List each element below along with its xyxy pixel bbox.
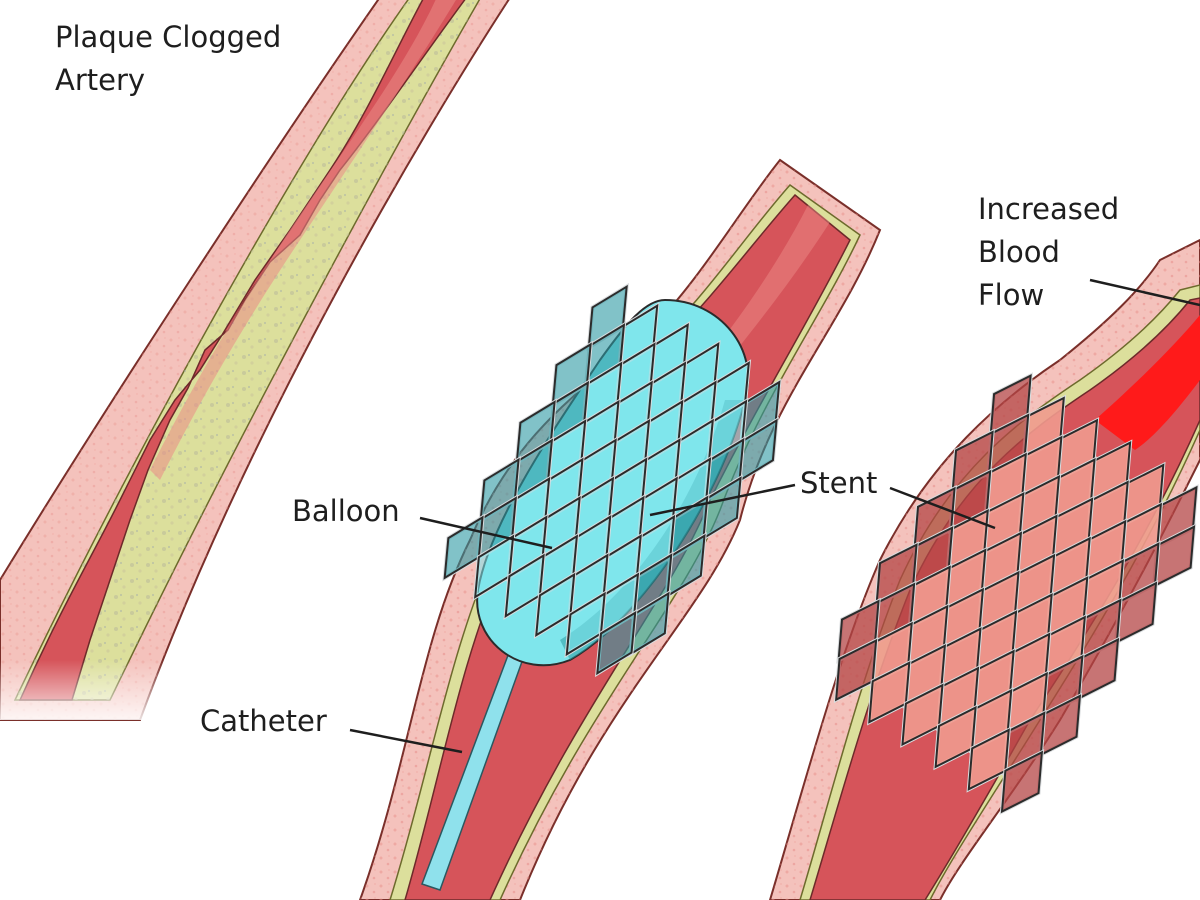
- label-plaque-line2: Artery: [55, 63, 146, 97]
- label-plaque-line1: Plaque Clogged: [55, 20, 282, 54]
- label-blood-line2: Blood: [978, 235, 1060, 269]
- stent-cell: [967, 728, 1010, 791]
- blood-flow-leader-line: [1089, 278, 1200, 307]
- stent-cell: [835, 638, 878, 702]
- stent-cell: [1000, 750, 1044, 814]
- stent-cell: [474, 534, 515, 599]
- artery-stent-expanded: [768, 238, 1200, 900]
- increased-flow-highlight: [1095, 315, 1200, 450]
- label-stent-text: Stent: [800, 466, 878, 500]
- stent-leader-line-left: [649, 483, 796, 517]
- catheter-leader-line: [349, 728, 463, 754]
- stent-cell: [868, 661, 911, 724]
- label-catheter-text: Catheter: [200, 704, 327, 738]
- stent-cell: [443, 515, 484, 580]
- stent-expanded: [833, 372, 1199, 815]
- label-balloon-text: Balloon: [292, 494, 400, 528]
- stent-on-balloon: [442, 282, 782, 678]
- label-increased-blood-flow: Increased Blood Flow: [978, 188, 1119, 317]
- label-catheter: Catheter: [200, 700, 327, 743]
- label-plaque-clogged-artery: Plaque Clogged Artery: [55, 16, 281, 102]
- stent-cell: [565, 591, 606, 657]
- artery-plaque-clogged: [0, 0, 520, 721]
- label-balloon: Balloon: [292, 490, 400, 533]
- stent-cell: [901, 683, 944, 747]
- stent-cell: [535, 572, 576, 638]
- stent-cell: [504, 553, 545, 618]
- stent-cell: [934, 705, 977, 769]
- label-blood-line3: Flow: [978, 278, 1045, 312]
- label-stent: Stent: [800, 462, 877, 505]
- label-blood-line1: Increased: [978, 192, 1120, 226]
- artery-balloon-stent: [358, 158, 882, 900]
- stent-leader-line-right: [889, 486, 996, 530]
- balloon-leader-line: [419, 516, 553, 550]
- leader-lines: [349, 278, 1200, 754]
- stent-cell: [596, 610, 637, 676]
